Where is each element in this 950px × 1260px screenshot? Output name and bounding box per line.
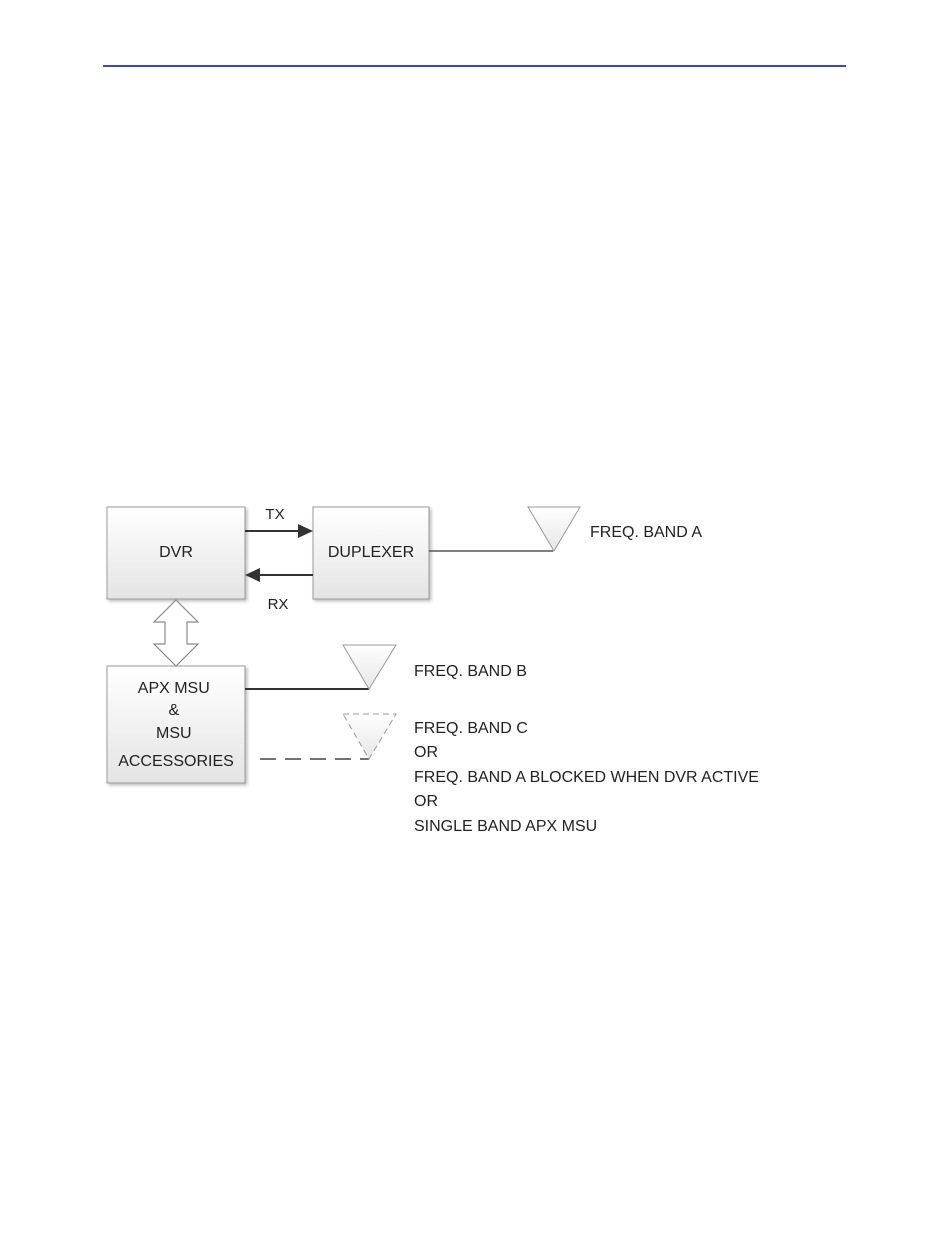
apx-msu-label-line-2: & bbox=[168, 702, 179, 719]
apx-msu-label-line-3: MSU bbox=[156, 725, 192, 742]
duplexer-label: DUPLEXER bbox=[328, 544, 414, 561]
antenna-c-icon bbox=[343, 714, 396, 759]
apx-msu-label-line-4: ACCESSORIES bbox=[118, 753, 234, 770]
duplexer-block: DUPLEXER bbox=[313, 507, 429, 599]
dvr-label: DVR bbox=[159, 544, 193, 561]
band-b-label: FREQ. BAND B bbox=[414, 663, 527, 680]
tx-label: TX bbox=[265, 506, 284, 523]
tx-arrow bbox=[245, 524, 313, 538]
antenna-b-icon bbox=[343, 645, 396, 689]
band-c-label: FREQ. BAND C OR FREQ. BAND A BLOCKED WHE… bbox=[414, 720, 763, 835]
band-c-label-line-1: FREQ. BAND C bbox=[414, 720, 528, 737]
band-c-label-line-4: OR bbox=[414, 793, 438, 810]
apx-msu-block: APX MSU & MSU ACCESSORIES bbox=[107, 666, 245, 783]
dvr-block: DVR bbox=[107, 507, 245, 599]
band-a-label: FREQ. BAND A bbox=[590, 524, 702, 541]
band-c-label-line-5: SINGLE BAND APX MSU bbox=[414, 818, 597, 835]
band-c-label-line-3: FREQ. BAND A BLOCKED WHEN DVR ACTIVE bbox=[414, 769, 759, 786]
rx-arrow bbox=[245, 568, 313, 582]
rx-label: RX bbox=[268, 596, 289, 613]
bidirectional-arrow bbox=[154, 600, 198, 666]
antenna-a-icon bbox=[528, 507, 580, 551]
band-c-label-line-2: OR bbox=[414, 744, 438, 761]
apx-msu-label-line-1: APX MSU bbox=[138, 680, 210, 697]
